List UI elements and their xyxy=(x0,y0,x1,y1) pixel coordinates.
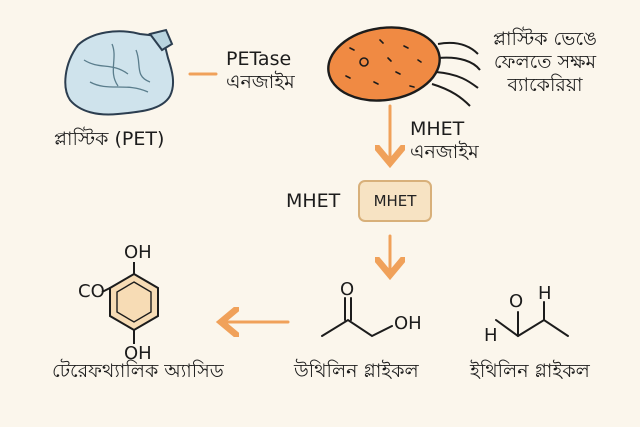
glycol-left-label: উথিলিন গ্লাইকল xyxy=(294,360,419,382)
mhet-box: MHET xyxy=(358,180,432,222)
edge-mhet-enzyme-label: MHET এনজাইম xyxy=(410,118,479,163)
glycol-right-skeleton xyxy=(495,301,569,338)
plastic-label: প্লাস্টিক (PET) xyxy=(54,128,165,150)
bacteria-label: প্লাস্টিক ভেঙে ফেলতে সক্ষম ব্যাকেরিয়া xyxy=(493,28,597,96)
mhet-side-label: MHET xyxy=(286,190,341,212)
plastic-bottle-icon xyxy=(64,28,175,116)
terephthalic-oh-top: OH xyxy=(124,242,152,263)
terephthalic-oh-bottom: OH xyxy=(124,343,152,364)
glycol-right-label: ইথিলিন গ্লাইকল xyxy=(470,360,590,382)
glycol-left-skeleton xyxy=(321,297,393,338)
bacterium-icon xyxy=(327,26,481,107)
glycol-right-h-left: H xyxy=(484,325,498,346)
glycol-left-oh: OH xyxy=(394,313,422,334)
terephthalic-label: টেরেফথ্যালিক অ্যাসিড xyxy=(52,360,224,382)
edge-petase-label: PETase এনজাইম xyxy=(226,48,295,93)
terephthalic-co: CO xyxy=(78,281,105,302)
glycol-right-o: O xyxy=(509,291,524,312)
glycol-left-o: O xyxy=(340,279,355,300)
glycol-right-h-top: H xyxy=(538,283,552,304)
terephthalic-ring xyxy=(101,262,159,344)
